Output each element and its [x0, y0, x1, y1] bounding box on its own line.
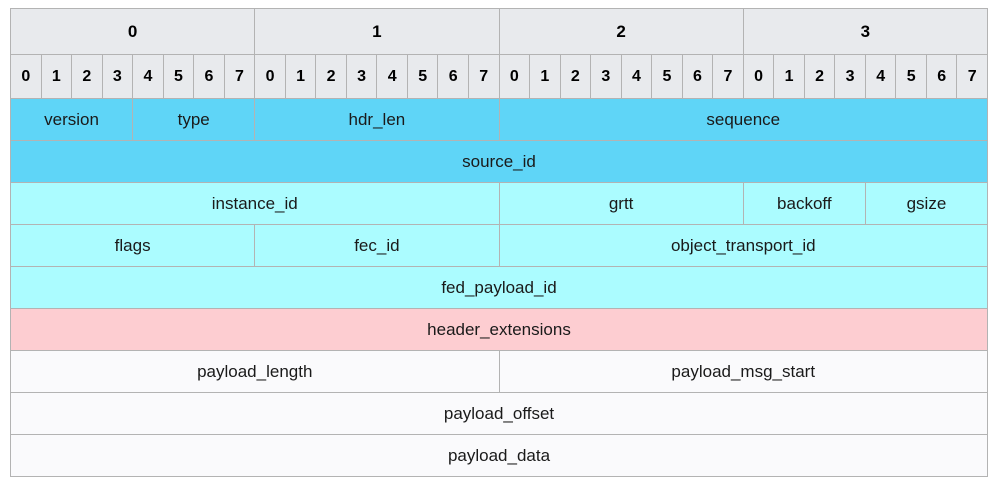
- packet-field-row: fed_payload_id: [10, 266, 988, 309]
- bit-ruler-cell-10: 2: [315, 54, 347, 99]
- packet-field-payload-length: payload_length: [10, 350, 500, 393]
- bit-ruler-cell-18: 2: [559, 54, 592, 99]
- bit-ruler-cell-17: 1: [529, 54, 561, 99]
- byte-ruler-cell-3: 3: [742, 8, 989, 55]
- bit-ruler-cell-15: 7: [467, 54, 500, 99]
- packet-field-type: type: [132, 98, 256, 141]
- bit-ruler-cell-23: 7: [712, 54, 744, 99]
- bit-ruler-cell-19: 3: [590, 54, 622, 99]
- bit-ruler-cell-16: 0: [498, 54, 531, 99]
- packet-field-row: payload_offset: [10, 392, 988, 435]
- byte-ruler-cell-2: 2: [498, 8, 744, 55]
- packet-field-version: version: [9, 98, 134, 141]
- bit-ruler-cell-4: 4: [132, 54, 164, 99]
- bit-ruler-cell-29: 5: [895, 54, 927, 99]
- packet-field-header-extensions: header_extensions: [10, 308, 988, 351]
- packet-field-payload-data: payload_data: [10, 434, 988, 477]
- packet-field-flags: flags: [9, 224, 256, 267]
- bit-ruler-cell-13: 5: [406, 54, 439, 99]
- bit-ruler-cell-0: 0: [10, 54, 42, 99]
- bit-ruler-cell-11: 3: [345, 54, 378, 99]
- packet-field-object-transport-id: object_transport_id: [498, 224, 988, 267]
- bit-ruler-cell-26: 2: [803, 54, 836, 99]
- bit-ruler-cell-7: 7: [223, 54, 256, 99]
- bit-ruler-cell-28: 4: [864, 54, 897, 99]
- bit-ruler-cell-6: 6: [193, 54, 225, 99]
- packet-field-source-id: source_id: [10, 140, 988, 183]
- byte-ruler-cell-1: 1: [254, 8, 500, 55]
- packet-field-row: source_id: [10, 140, 988, 183]
- bit-ruler-cell-21: 5: [651, 54, 683, 99]
- packet-field-row: payload_data: [10, 434, 988, 477]
- bit-ruler-cell-5: 5: [162, 54, 195, 99]
- bit-ruler-cell-14: 6: [437, 54, 469, 99]
- packet-field-instance-id: instance_id: [10, 182, 500, 225]
- bit-ruler-cell-3: 3: [101, 54, 134, 99]
- packet-field-gsize: gsize: [864, 182, 989, 225]
- bit-ruler-cell-20: 4: [620, 54, 653, 99]
- bit-ruler-cell-9: 1: [284, 54, 317, 99]
- bit-ruler-cell-8: 0: [254, 54, 286, 99]
- bit-ruler-cell-27: 3: [834, 54, 866, 99]
- packet-field-fed-payload-id: fed_payload_id: [10, 266, 988, 309]
- packet-field-grtt: grtt: [498, 182, 744, 225]
- bit-ruler-cell-12: 4: [376, 54, 408, 99]
- packet-field-backoff: backoff: [742, 182, 866, 225]
- bit-ruler-cell-24: 0: [742, 54, 775, 99]
- bit-ruler-cell-2: 2: [71, 54, 103, 99]
- packet-field-row: header_extensions: [10, 308, 988, 351]
- packet-field-payload-msg-start: payload_msg_start: [498, 350, 988, 393]
- byte-ruler-cell-0: 0: [9, 8, 256, 55]
- bit-ruler-cell-30: 6: [925, 54, 958, 99]
- bit-ruler-cell-22: 6: [681, 54, 714, 99]
- packet-field-sequence: sequence: [498, 98, 988, 141]
- packet-field-payload-offset: payload_offset: [10, 392, 988, 435]
- packet-field-fec-id: fec_id: [254, 224, 500, 267]
- bit-ruler-cell-31: 7: [956, 54, 988, 99]
- bit-ruler-cell-1: 1: [40, 54, 73, 99]
- bit-ruler-cell-25: 1: [773, 54, 805, 99]
- packet-field-hdr-len: hdr_len: [254, 98, 500, 141]
